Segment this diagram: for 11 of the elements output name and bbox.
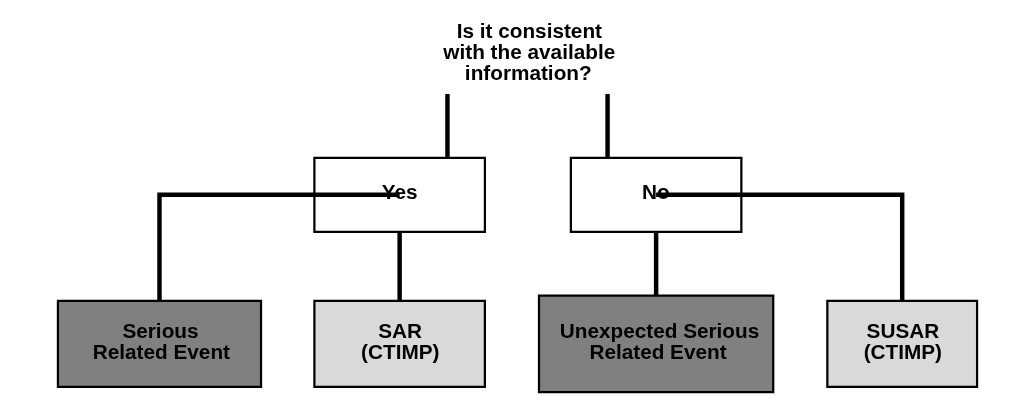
connector [653, 231, 658, 296]
connector [604, 94, 610, 158]
connector [444, 94, 450, 158]
node-text: Is it consistent with the available information? [442, 19, 615, 84]
node-box: Serious Related Event [56, 299, 262, 388]
connector [396, 231, 402, 301]
node-box: SUSAR (CTIMP) [825, 299, 978, 388]
connector [156, 192, 400, 301]
connector [655, 192, 904, 301]
node-box: SAR (CTIMP) [312, 299, 486, 388]
node-box: Unexpected Serious Related Event [537, 294, 774, 394]
